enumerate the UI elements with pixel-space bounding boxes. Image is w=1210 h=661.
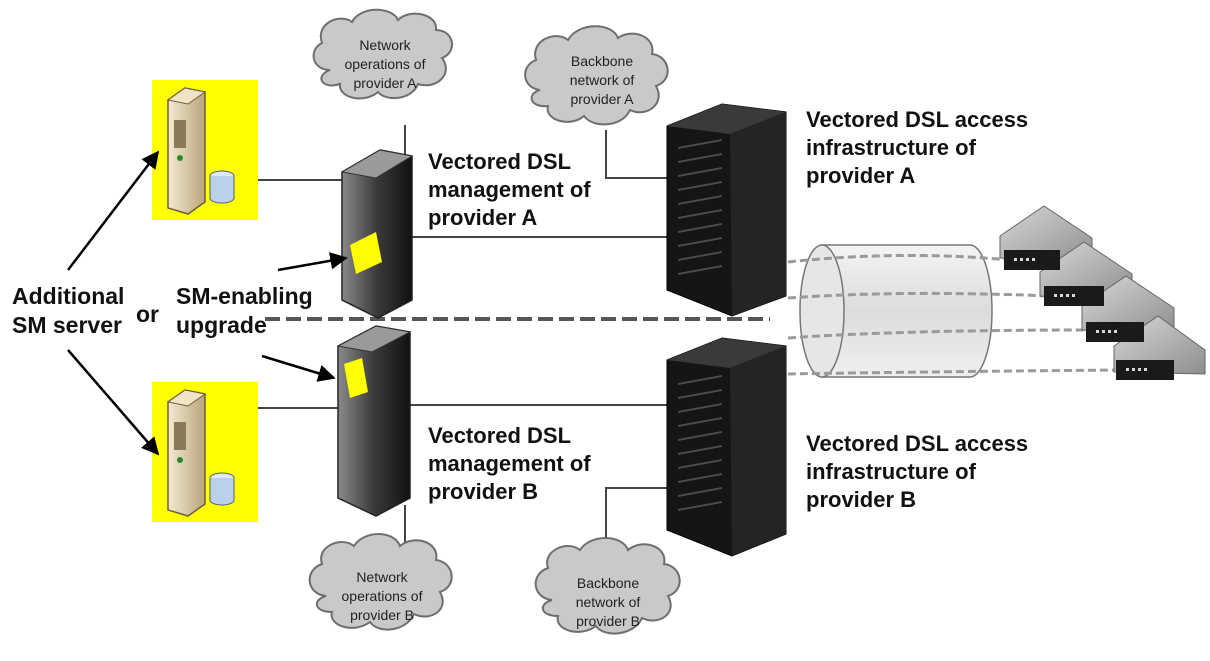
cloud-netops-b-shape [308,533,453,631]
customer-houses [999,205,1206,380]
cloud-netops-a: Network operations of provider A [344,37,426,91]
connection-lines [258,125,668,545]
cloud-netops-b: Network operations of provider B [341,569,423,623]
cloud-backbone-b: Backbone network of provider B [575,575,641,629]
label-mgmt-a: Vectored DSL management of provider A [428,149,591,230]
label-access-b: Vectored DSL access infrastructure of pr… [806,431,1029,512]
label-or: or [136,301,159,327]
cloud-backbone-b-shape [534,537,681,635]
access-rack-a [666,103,787,317]
additional-sm-server-a [152,80,258,220]
access-rack-b [666,337,787,557]
label-additional-sm-server: Additional SM server [12,283,125,338]
cable-bundle [787,244,1121,378]
dsl-management-server-b [336,325,412,517]
dsl-management-server-a [340,149,414,319]
cloud-netops-a-shape [312,8,453,100]
cloud-backbone-a: Backbone network of provider A [569,53,635,107]
label-mgmt-b: Vectored DSL management of provider B [428,423,591,504]
additional-sm-server-b [152,382,258,522]
arrows [67,150,348,456]
label-access-a: Vectored DSL access infrastructure of pr… [806,107,1029,188]
cloud-backbone-a-shape [524,25,669,126]
label-sm-enabling-upgrade: SM-enabling upgrade [176,283,313,338]
